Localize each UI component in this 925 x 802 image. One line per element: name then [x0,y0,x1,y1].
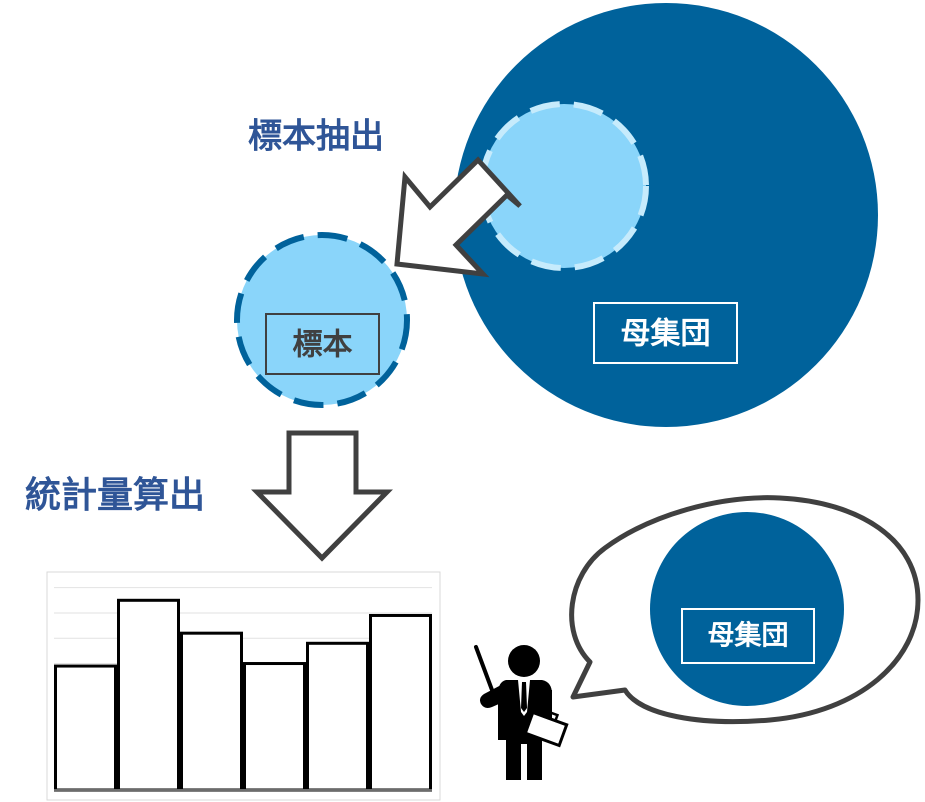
statistics-heading: 統計量算出 [25,475,205,516]
person-head [508,645,540,677]
chart-bar-1 [54,664,117,792]
sampling-arrow-icon [394,156,522,278]
population-label: 母集団 [621,317,711,352]
sampling-heading: 標本抽出 [248,117,384,157]
chart-bar-4 [243,662,306,792]
presenter-icon [474,645,569,780]
chart-bar-5 [306,641,369,792]
sample-region-circle [479,101,649,271]
sample-label: 標本 [293,328,353,363]
pointer-stick-icon [474,645,494,692]
sample-circle [234,232,410,408]
sample-label-box: 標本 [265,313,380,375]
down-arrow-icon [251,430,393,562]
person-tie [521,682,527,712]
briefcase-icon [523,709,569,748]
person-right-arm [543,690,552,724]
population-label-box: 母集団 [593,302,738,364]
chart-bar-3 [180,631,243,792]
bar-chart [46,571,441,801]
population-bubble-label-box: 母集団 [681,608,815,664]
chart-bar-6 [369,613,432,792]
chart-bar-2 [117,598,180,792]
person-left-arm [480,684,508,708]
population-bubble-label: 母集団 [708,620,789,652]
